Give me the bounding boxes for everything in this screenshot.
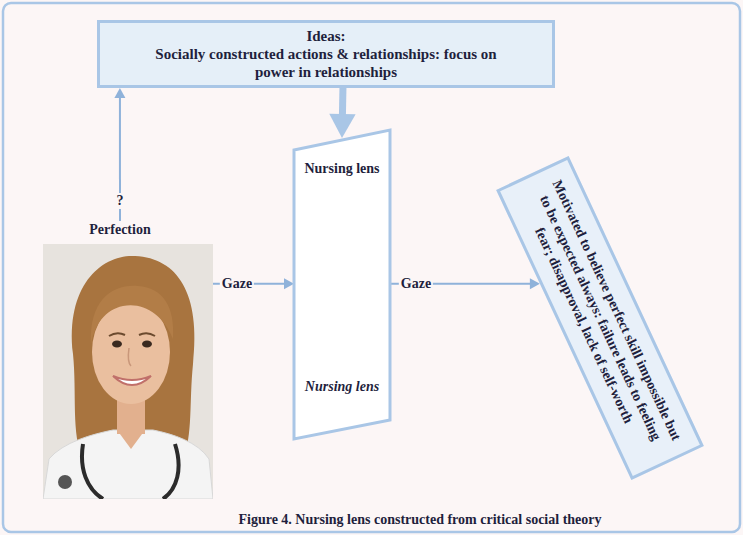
nurse-photo bbox=[43, 244, 213, 499]
connector-arrow bbox=[114, 88, 125, 221]
box-body: Socially constructed actions & relations… bbox=[151, 45, 501, 81]
arrow-head bbox=[329, 114, 355, 138]
edge-label: ? bbox=[114, 193, 125, 209]
edge-label: Gaze bbox=[399, 276, 433, 292]
arrow-head bbox=[114, 88, 125, 98]
lens-label: Nursing lens bbox=[292, 378, 392, 396]
box-heading: Ideas: bbox=[108, 27, 544, 45]
photo-node: Perfection bbox=[43, 221, 213, 500]
idea-box: Ideas:Socially constructed actions & rel… bbox=[97, 20, 555, 88]
edge-label: Gaze bbox=[220, 276, 254, 292]
figure-caption: Figure 4. Nursing lens constructed from … bbox=[170, 511, 670, 528]
photo-heading: Perfection bbox=[43, 221, 213, 239]
lens-label: Nursing lens bbox=[292, 160, 392, 178]
lens-parallelogram: Nursing lensNursing lens bbox=[292, 128, 392, 441]
connector-arrow bbox=[329, 88, 355, 138]
